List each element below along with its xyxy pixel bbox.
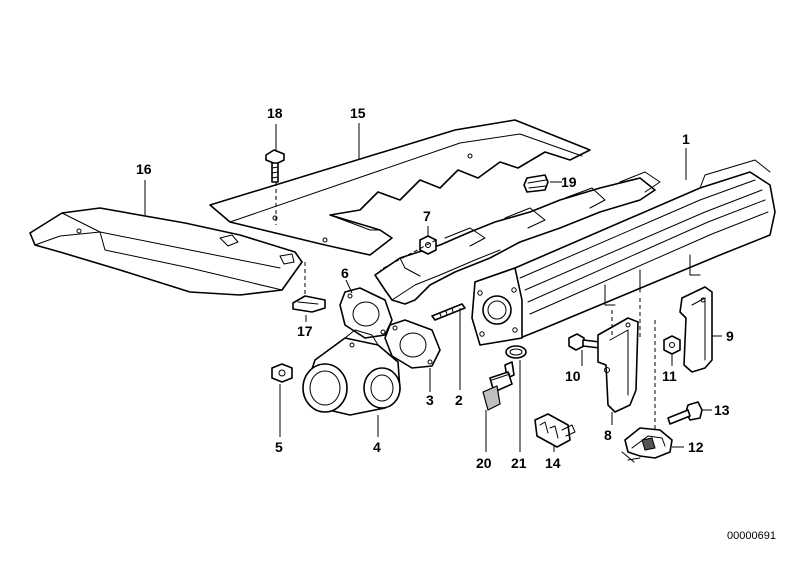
part-6-gasket[interactable] (339, 287, 393, 339)
callout-14[interactable]: 14 (545, 455, 561, 471)
callout-20[interactable]: 20 (476, 455, 492, 471)
callout-11[interactable]: 11 (662, 368, 677, 384)
callout-17[interactable]: 17 (297, 323, 313, 339)
callout-6[interactable]: 6 (341, 265, 349, 281)
callout-7[interactable]: 7 (423, 208, 431, 224)
callout-18[interactable]: 18 (267, 105, 283, 121)
part-3-gasket[interactable] (384, 319, 441, 369)
part-8-bracket[interactable] (597, 317, 639, 413)
part-15-heat-shield[interactable] (209, 119, 591, 256)
part-13-bolt[interactable] (667, 401, 703, 425)
callout-21[interactable]: 21 (511, 455, 527, 471)
callout-3[interactable]: 3 (426, 392, 434, 408)
callout-12[interactable]: 12 (688, 439, 704, 455)
document-number: 00000691 (727, 530, 776, 542)
part-1-intake-manifold[interactable] (374, 159, 776, 346)
callout-2[interactable]: 2 (455, 392, 463, 408)
part-11-nut[interactable] (663, 335, 681, 355)
part-5-nut[interactable] (271, 363, 293, 383)
part-10-bolt[interactable] (568, 333, 601, 351)
part-9-bracket[interactable] (679, 286, 713, 373)
callout-15[interactable]: 15 (350, 105, 366, 121)
part-2-stud[interactable] (431, 303, 466, 321)
part-16-heat-shield[interactable] (29, 207, 303, 296)
part-7-nut[interactable] (419, 235, 437, 255)
part-19-grommet[interactable] (523, 174, 549, 193)
callout-labels: 1 2 3 4 5 6 7 8 9 10 11 12 13 14 15 16 1… (136, 105, 776, 542)
part-20-sensor[interactable] (482, 361, 515, 411)
leader-lines (144, 123, 722, 452)
part-17-clip[interactable] (292, 295, 326, 313)
part-21-o-ring[interactable] (505, 345, 527, 359)
callout-10[interactable]: 10 (565, 368, 581, 384)
callout-4[interactable]: 4 (373, 439, 381, 455)
part-12-clamp[interactable] (621, 427, 673, 463)
callout-9[interactable]: 9 (726, 328, 734, 344)
callout-13[interactable]: 13 (714, 402, 730, 418)
callout-16[interactable]: 16 (136, 161, 152, 177)
callout-1[interactable]: 1 (682, 131, 690, 147)
callout-19[interactable]: 19 (561, 174, 577, 190)
part-4-throttle-housing[interactable] (302, 329, 401, 416)
callout-8[interactable]: 8 (604, 427, 612, 443)
part-14-connector[interactable] (534, 413, 576, 448)
part-18-screw[interactable] (265, 149, 285, 183)
callout-5[interactable]: 5 (275, 439, 283, 455)
